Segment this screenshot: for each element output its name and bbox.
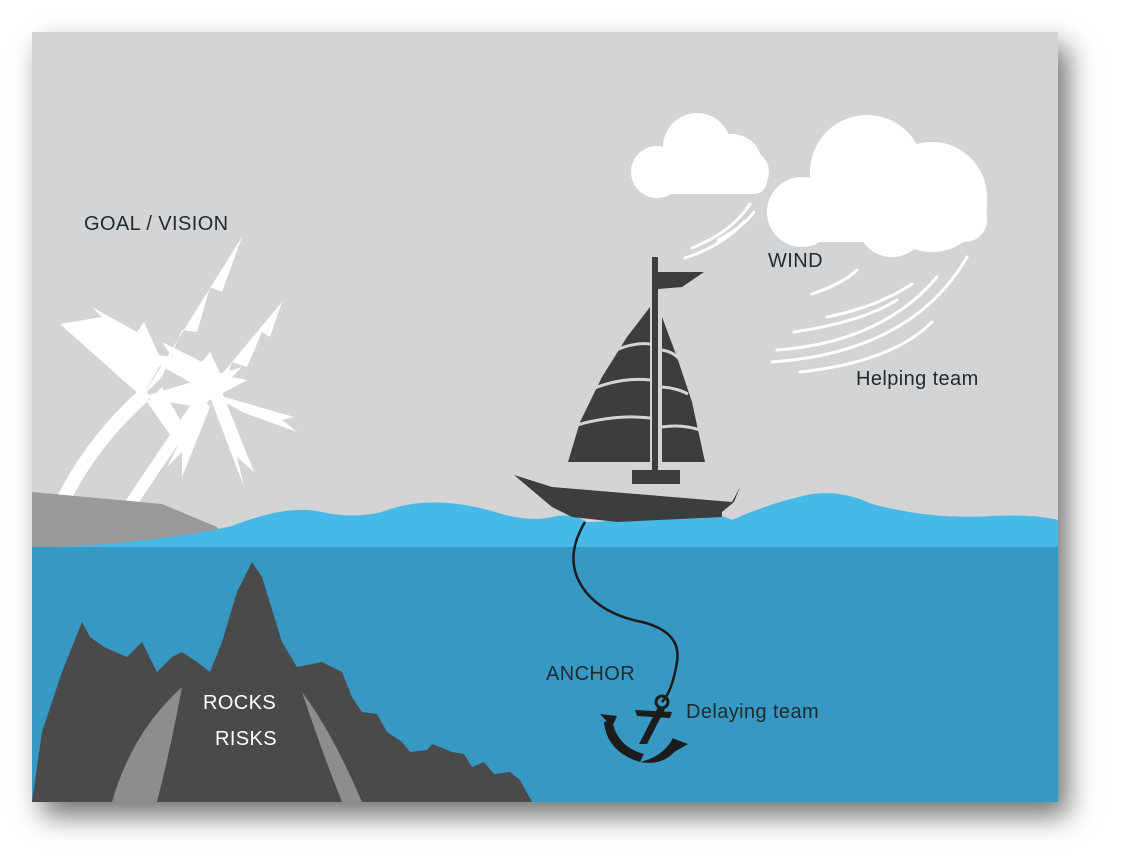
sailboat-icon (514, 257, 740, 522)
sea-surface (32, 493, 1058, 552)
sailboat-flag (658, 272, 704, 289)
wind-lines-icon (683, 202, 969, 374)
rock-streak-right (302, 692, 362, 802)
rocks-label: ROCKS (203, 692, 277, 714)
small-cloud-icon (631, 113, 769, 198)
rock-streak-left (112, 687, 182, 802)
goal-vision-label: GOAL / VISION (84, 213, 229, 235)
risks-label: RISKS (215, 728, 278, 750)
large-cloud-icon (767, 115, 987, 257)
delaying-team-label: Delaying team (686, 701, 820, 723)
anchor-rope (572, 521, 679, 703)
wind-label: WIND (768, 250, 823, 272)
palm-trees-icon (55, 237, 297, 509)
scene (32, 32, 1058, 802)
helping-team-label: Helping team (856, 368, 979, 390)
sail-battens (576, 342, 701, 432)
anchor-icon (600, 694, 688, 763)
sailboat-mast (652, 257, 658, 482)
sailboat-hull (514, 475, 740, 522)
sailboat-metaphor-illustration: GOAL / VISION WIND Helping team ROCKS RI… (32, 32, 1058, 802)
anchor-label: ANCHOR (546, 663, 636, 685)
